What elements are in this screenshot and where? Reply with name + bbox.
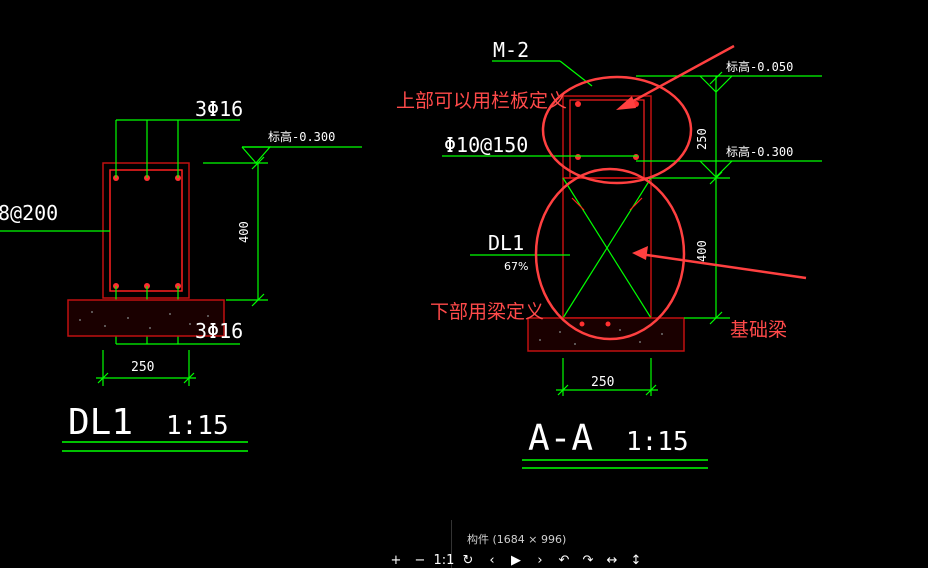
- right-member-label: M-2: [493, 38, 529, 62]
- zoom-out-button[interactable]: −: [414, 553, 426, 568]
- prev-image-button[interactable]: ‹: [489, 553, 495, 568]
- play-slideshow-button[interactable]: ▶: [511, 553, 521, 568]
- right-beam-label: DL1: [488, 231, 524, 255]
- right-level-top: 标高-0.050: [726, 59, 793, 74]
- lower-highlight-ellipse: [534, 167, 686, 341]
- markup-overlay: [534, 44, 807, 341]
- reset-icon[interactable]: ↻: [462, 553, 474, 568]
- right-section-drawing: [442, 60, 822, 469]
- upper-arrow-line: [623, 44, 735, 108]
- right-dim-lower: 400: [695, 240, 709, 262]
- viewer-toolbar: + − 1:1 ↻ ‹ ▶ › ↶ ↷ ↔ ↕: [384, 553, 648, 568]
- left-level-label: 标高-0.300: [268, 129, 335, 144]
- left-rebar-top-label: 3Φ16: [195, 97, 243, 121]
- viewer-image-title: 构件 (1684 × 996): [467, 533, 567, 546]
- rotate-right-button[interactable]: ↷: [582, 553, 594, 568]
- flip-vertical-button[interactable]: ↕: [630, 553, 642, 568]
- left-width-dim: 250: [131, 360, 154, 375]
- left-rebar-bottom-label: 3Φ16: [195, 319, 243, 343]
- right-stirrup-label: Φ10@150: [444, 133, 528, 157]
- lower-arrow-head: [632, 246, 648, 260]
- left-section-drawing: [0, 119, 362, 452]
- upper-part-note: 上部可以用栏板定义: [396, 90, 568, 112]
- upper-highlight-ellipse: [541, 75, 693, 185]
- rotate-left-button[interactable]: ↶: [558, 553, 570, 568]
- next-image-button[interactable]: ›: [537, 553, 543, 568]
- right-level-mid: 标高-0.300: [726, 144, 793, 159]
- zoom-in-button[interactable]: +: [390, 553, 402, 568]
- left-title: DL1: [68, 402, 133, 443]
- flip-horizontal-button[interactable]: ↔: [606, 553, 618, 568]
- upper-arrow-head: [616, 96, 636, 110]
- actual-size-button[interactable]: 1:1: [433, 553, 455, 568]
- right-title: A-A: [528, 418, 593, 459]
- left-stirrup-label: 8@200: [0, 201, 58, 225]
- foundation-beam-note: 基础梁: [730, 319, 788, 341]
- right-scale: 1:15: [626, 427, 689, 457]
- lower-arrow-line: [639, 252, 807, 280]
- right-dim-upper: 250: [695, 128, 709, 150]
- left-scale: 1:15: [166, 411, 229, 441]
- lower-part-note: 下部用梁定义: [430, 301, 545, 323]
- zoom-level-badge: 67%: [504, 260, 529, 273]
- viewer-divider: [451, 520, 452, 568]
- right-width-dim: 250: [591, 375, 614, 390]
- left-height-dim: 400: [237, 221, 251, 243]
